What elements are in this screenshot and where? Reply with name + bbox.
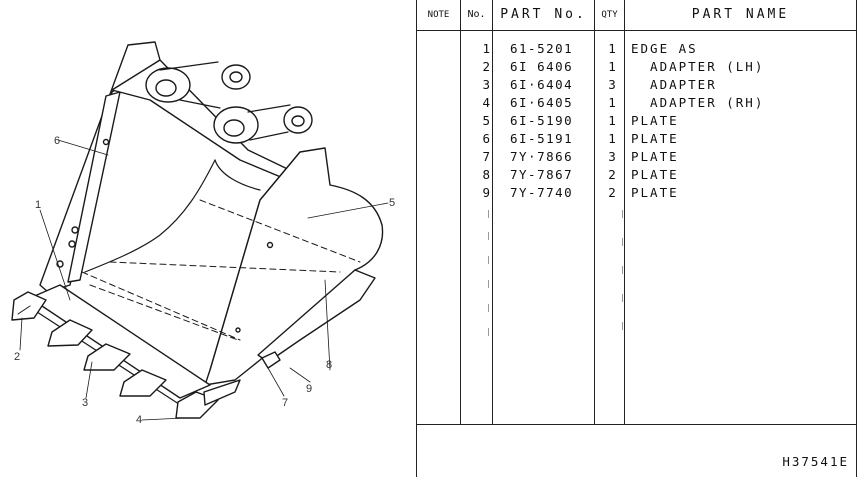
row-7-part-no: 7Y·7866: [510, 149, 574, 164]
callout-4: 4: [136, 414, 143, 426]
header-qty: QTY: [601, 10, 618, 20]
column-tick: [622, 266, 623, 274]
row-4-name: ADAPTER (RH): [631, 95, 765, 110]
row-6-no: 6: [482, 131, 490, 146]
row-1-name: EDGE AS: [631, 41, 698, 56]
row-3-no: 3: [482, 77, 490, 92]
callout-8: 8: [326, 359, 333, 371]
row-6-qty: 1: [608, 131, 616, 146]
row-5-qty: 1: [608, 113, 616, 128]
row-5-part-no: 6I-5190: [510, 113, 574, 128]
parts-table: NOTE No. PART No. QTY PART NAME 1 61-520…: [416, 0, 857, 477]
row-2-no: 2: [482, 59, 490, 74]
row-8-qty: 2: [608, 167, 616, 182]
row-5-name: PLATE: [631, 113, 679, 128]
column-tick: [488, 210, 489, 218]
column-tick: [622, 210, 623, 218]
header-no: No.: [467, 9, 486, 20]
column-tick: [488, 232, 489, 240]
row-9-part-no: 7Y-7740: [510, 185, 574, 200]
row-7-no: 7: [482, 149, 490, 164]
row-9-qty: 2: [608, 185, 616, 200]
row-7-name: PLATE: [631, 149, 679, 164]
row-1-part-no: 61-5201: [510, 41, 574, 56]
row-8-no: 8: [482, 167, 490, 182]
header-part-name: PART NAME: [691, 7, 790, 22]
row-4-no: 4: [482, 95, 490, 110]
row-3-name: ADAPTER: [631, 77, 717, 92]
header-note: NOTE: [427, 10, 450, 20]
row-6-name: PLATE: [631, 131, 679, 146]
row-1-no: 1: [482, 41, 490, 56]
column-tick: [622, 294, 623, 302]
row-1-qty: 1: [608, 41, 616, 56]
row-8-part-no: 7Y-7867: [510, 167, 574, 182]
table-border-right: [856, 0, 857, 477]
column-tick: [488, 256, 489, 264]
row-9-no: 9: [482, 185, 490, 200]
footer-divider: [416, 424, 857, 425]
row-2-qty: 1: [608, 59, 616, 74]
row-3-qty: 3: [608, 77, 616, 92]
column-divider: [460, 0, 461, 424]
column-divider: [624, 0, 625, 424]
header-divider: [416, 30, 857, 31]
row-3-part-no: 6I·6404: [510, 77, 574, 92]
column-tick: [488, 280, 489, 288]
row-5-no: 5: [482, 113, 490, 128]
column-tick: [488, 304, 489, 312]
callout-2: 2: [14, 351, 21, 363]
row-6-part-no: 6I-5191: [510, 131, 574, 146]
callout-1: 1: [35, 199, 42, 211]
row-4-qty: 1: [608, 95, 616, 110]
bucket-diagram: 6 1 2 3 4 5 7 8 9: [0, 0, 412, 477]
column-tick: [488, 328, 489, 336]
header-part-no: PART No.: [500, 7, 587, 22]
row-2-part-no: 6I 6406: [510, 59, 574, 74]
row-8-name: PLATE: [631, 167, 679, 182]
table-border-left: [416, 0, 417, 477]
callout-6: 6: [54, 135, 61, 147]
column-tick: [622, 322, 623, 330]
column-tick: [622, 238, 623, 246]
row-2-name: ADAPTER (LH): [631, 59, 765, 74]
row-9-name: PLATE: [631, 185, 679, 200]
callout-9: 9: [306, 383, 313, 395]
column-divider: [594, 0, 595, 424]
row-7-qty: 3: [608, 149, 616, 164]
row-4-part-no: 6I·6405: [510, 95, 574, 110]
column-divider: [492, 0, 493, 424]
bucket-drawing: [11, 41, 389, 421]
callout-3: 3: [82, 397, 89, 409]
drawing-id: H37541E: [782, 454, 849, 469]
callout-7: 7: [282, 397, 289, 409]
callout-5: 5: [389, 197, 396, 209]
